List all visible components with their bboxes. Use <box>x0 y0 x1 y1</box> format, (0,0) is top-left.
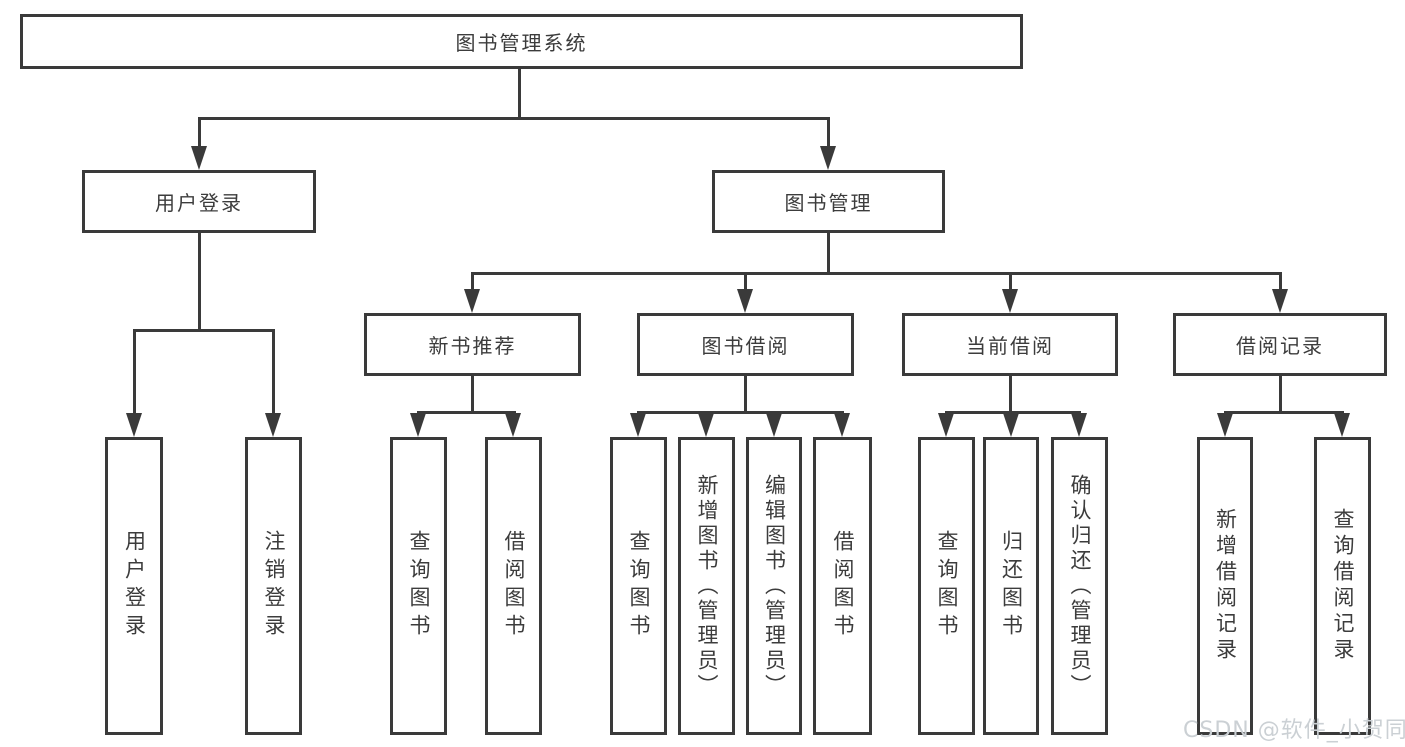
leaf-user-login: 用户登录 <box>105 437 163 735</box>
leaf-return-books-label: 归还图书 <box>999 530 1024 642</box>
connector-line <box>1279 376 1282 414</box>
connector-line <box>471 376 474 414</box>
leaf-edit-book-admin: 编辑图书（管理员） <box>746 437 802 735</box>
node-book-borrow-label: 图书借阅 <box>701 334 790 358</box>
leaf-add-borrow-record: 新增借阅记录 <box>1197 437 1253 735</box>
connector-arrowhead <box>126 413 142 437</box>
connector-arrowhead <box>1272 289 1288 313</box>
connector-arrowhead <box>698 413 714 437</box>
connector-line <box>744 376 747 414</box>
connector-line <box>637 411 844 414</box>
connector-line <box>198 117 830 120</box>
watermark: CSDN @软件_小贺同学 <box>1183 718 1405 743</box>
connector-line <box>133 329 275 332</box>
leaf-return-books: 归还图书 <box>983 437 1039 735</box>
connector-line <box>133 329 136 415</box>
connector-line <box>1009 376 1012 414</box>
connector-arrowhead <box>737 289 753 313</box>
leaf-query-books-recommend: 查询图书 <box>390 437 447 735</box>
leaf-query-borrow-record-label: 查询借阅记录 <box>1331 508 1355 664</box>
leaf-borrow-books-recommend-label: 借阅图书 <box>502 530 526 642</box>
leaf-add-book-admin-label: 新增图书（管理员） <box>695 473 719 699</box>
node-new-book-recommend-label: 新书推荐 <box>428 334 517 358</box>
connector-line <box>272 329 275 415</box>
leaf-add-book-admin: 新增图书（管理员） <box>678 437 735 735</box>
connector-arrowhead <box>410 413 426 437</box>
leaf-query-books-borrow-label: 查询图书 <box>627 530 651 642</box>
node-borrow-records: 借阅记录 <box>1173 313 1387 376</box>
leaf-add-borrow-record-label: 新增借阅记录 <box>1213 508 1238 664</box>
node-user-login-label: 用户登录 <box>155 191 243 215</box>
connector-line <box>417 411 516 414</box>
node-current-borrow: 当前借阅 <box>902 313 1118 376</box>
connector-line <box>1279 272 1282 292</box>
connector-line <box>744 272 747 292</box>
connector-arrowhead <box>464 289 480 313</box>
leaf-query-books-recommend-label: 查询图书 <box>407 530 431 642</box>
connector-arrowhead <box>630 413 646 437</box>
connector-arrowhead <box>1003 413 1019 437</box>
connector-arrowhead <box>1334 413 1350 437</box>
connector-line <box>198 117 201 150</box>
leaf-user-login-label: 用户登录 <box>122 530 147 642</box>
connector-line <box>827 117 830 150</box>
leaf-logout-label: 注销登录 <box>262 530 286 642</box>
leaf-query-borrow-record: 查询借阅记录 <box>1314 437 1371 735</box>
connector-line <box>1224 411 1344 414</box>
node-book-management-label: 图书管理 <box>784 191 873 215</box>
leaf-confirm-return-admin: 确认归还（管理员） <box>1051 437 1108 735</box>
leaf-edit-book-admin-label: 编辑图书（管理员） <box>762 473 787 699</box>
connector-arrowhead <box>834 413 850 437</box>
node-borrow-records-label: 借阅记录 <box>1236 334 1324 358</box>
node-book-borrow: 图书借阅 <box>637 313 854 376</box>
connector-line <box>471 272 1282 275</box>
leaf-query-books-current-label: 查询图书 <box>935 530 959 642</box>
connector-arrowhead <box>938 413 954 437</box>
node-new-book-recommend: 新书推荐 <box>364 313 581 376</box>
leaf-logout: 注销登录 <box>245 437 302 735</box>
connector-arrowhead <box>1217 413 1233 437</box>
connector-arrowhead <box>265 413 281 437</box>
connector-arrowhead <box>505 413 521 437</box>
connector-line <box>945 411 1081 414</box>
node-root: 图书管理系统 <box>20 14 1023 69</box>
connector-line <box>471 272 474 292</box>
leaf-query-books-current: 查询图书 <box>918 437 975 735</box>
connector-arrowhead <box>820 146 836 170</box>
connector-arrowhead <box>1071 413 1087 437</box>
leaf-borrow-books-recommend: 借阅图书 <box>485 437 542 735</box>
leaf-confirm-return-admin-label: 确认归还（管理员） <box>1068 473 1092 699</box>
leaf-borrow-books-borrow: 借阅图书 <box>813 437 872 735</box>
node-root-label: 图书管理系统 <box>455 31 588 55</box>
connector-line <box>827 233 830 275</box>
node-user-login: 用户登录 <box>82 170 316 233</box>
connector-line <box>198 233 201 332</box>
node-book-management: 图书管理 <box>712 170 945 233</box>
node-current-borrow-label: 当前借阅 <box>966 334 1054 358</box>
connector-line <box>518 69 521 120</box>
connector-line <box>1009 272 1012 292</box>
leaf-query-books-borrow: 查询图书 <box>610 437 667 735</box>
connector-arrowhead <box>766 413 782 437</box>
connector-arrowhead <box>191 146 207 170</box>
leaf-borrow-books-borrow-label: 借阅图书 <box>831 530 855 642</box>
connector-arrowhead <box>1002 289 1018 313</box>
